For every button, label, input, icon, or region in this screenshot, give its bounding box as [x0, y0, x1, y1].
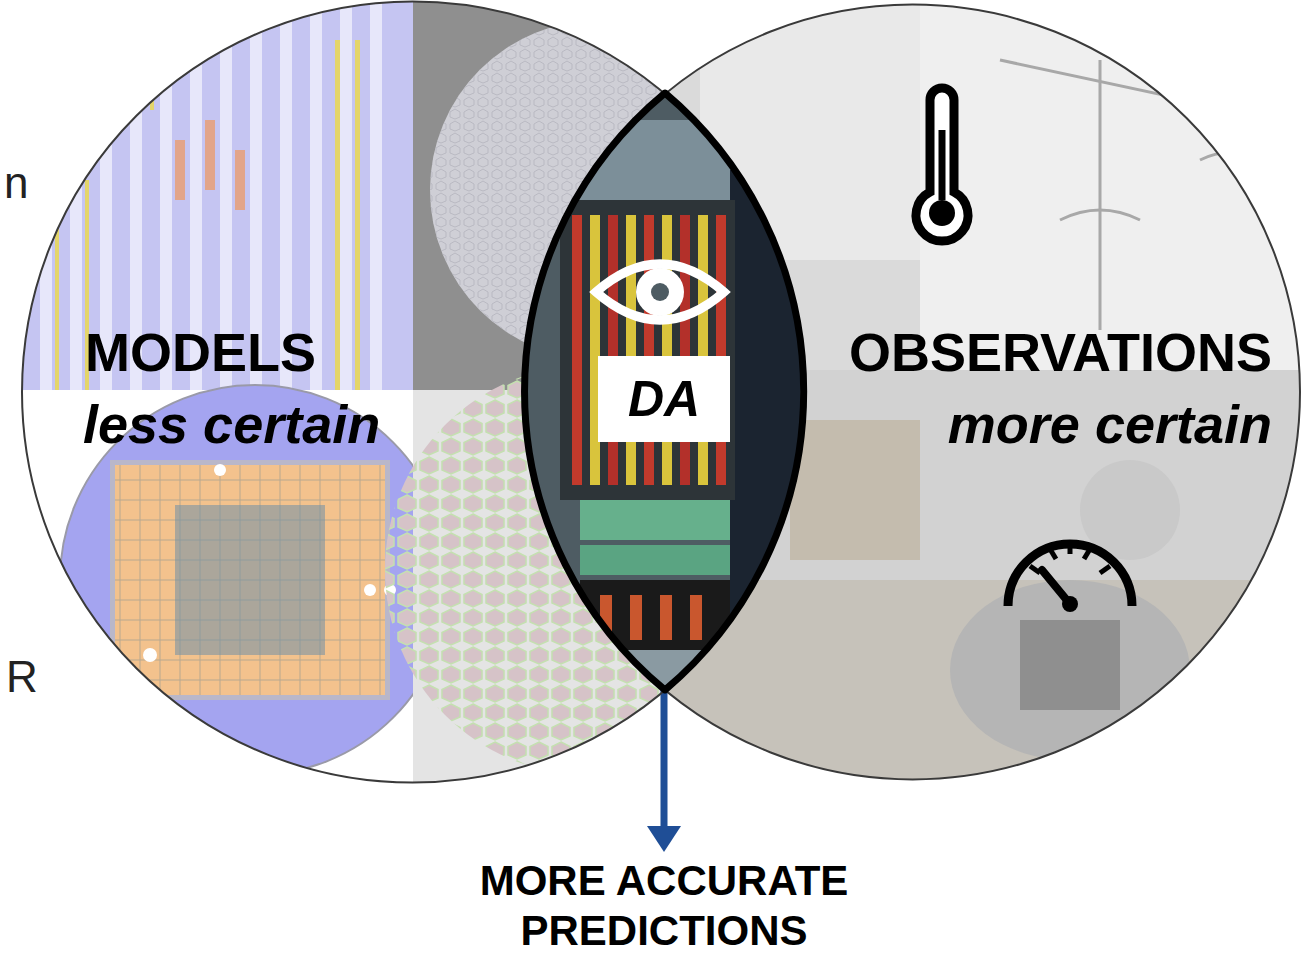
da-label: DA: [598, 356, 730, 442]
observations-heading: OBSERVATIONS: [849, 320, 1272, 385]
observations-note: more certain: [948, 392, 1272, 457]
thermometer-icon: [916, 88, 968, 241]
arrow-shaft: [661, 690, 668, 828]
text-holder: MODELS: [85, 320, 316, 385]
cut-letter: n: [4, 156, 28, 209]
result-label: MORE ACCURATE PREDICTIONS: [444, 856, 884, 956]
reactor-cutaway: [520, 90, 810, 700]
lens-border: [525, 93, 804, 690]
result-text: MORE ACCURATE PREDICTIONS: [444, 856, 884, 958]
models-heading: MODELS: [85, 320, 316, 385]
label-holder: n: [4, 156, 28, 209]
assimilation-lens: DA: [525, 93, 803, 690]
cut-letter: R: [6, 650, 38, 703]
flow-arrow: [647, 690, 681, 852]
circle-border: [22, 1, 803, 782]
eye-icon: [596, 264, 724, 320]
circle-border: [525, 5, 1300, 780]
text-holder: OBSERVATIONS: [849, 320, 1272, 385]
arrow-head: [647, 826, 681, 852]
label-holder: R: [6, 650, 38, 703]
observations-collage: [520, 0, 1302, 800]
gauge-icon: [1008, 542, 1132, 612]
text-holder: DA: [598, 356, 730, 442]
text-holder: MORE ACCURATE PREDICTIONS: [444, 856, 884, 956]
models-note: less certain: [83, 392, 380, 457]
text-holder: less certain: [83, 392, 380, 457]
text-holder: more certain: [948, 392, 1272, 457]
